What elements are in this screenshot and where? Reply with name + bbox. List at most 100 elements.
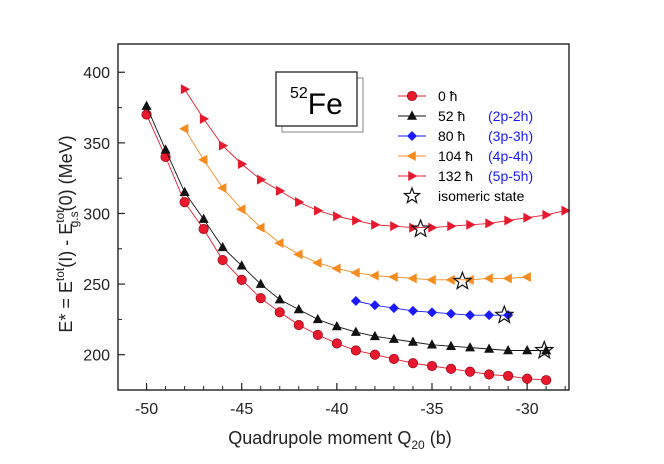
data-point [312, 313, 323, 324]
data-point [541, 344, 552, 355]
legend-entry: 104 ħ(4p-4h) [398, 148, 533, 164]
nucleus-label-box: 52Fe [275, 71, 364, 133]
x-tick-label: -35 [420, 401, 443, 418]
data-point [350, 296, 361, 307]
data-point [236, 260, 247, 270]
legend-entry: 80 ħ(3p-3h) [398, 128, 533, 144]
x-tick-label: -45 [230, 401, 253, 418]
data-point [541, 375, 552, 386]
data-point [371, 219, 381, 230]
series-1 [141, 109, 552, 386]
data-point [484, 369, 495, 380]
legend-label: 52 ħ [438, 108, 465, 124]
data-point [217, 255, 228, 266]
data-point [388, 333, 399, 343]
nucleus-symbol: Fe [308, 88, 343, 121]
data-point [331, 263, 341, 274]
data-point [352, 215, 362, 226]
series-3 [350, 296, 514, 321]
data-point [350, 267, 360, 278]
data-point [331, 338, 342, 349]
legend-config: (2p-2h) [488, 108, 533, 124]
data-point [484, 343, 495, 353]
legend-marker [406, 90, 418, 102]
legend-config: (5p-5h) [488, 168, 533, 184]
y-axis-title: E* = Etot(I) - Etotg.s(0) (MeV) [53, 135, 81, 332]
data-point [198, 213, 209, 223]
data-point [236, 204, 246, 215]
data-point [446, 340, 457, 350]
data-point [199, 113, 210, 124]
data-point [390, 221, 400, 232]
data-point [276, 185, 286, 196]
data-point [407, 336, 418, 346]
data-point [502, 273, 512, 284]
data-point [426, 274, 436, 285]
legend-entry: 52 ħ (2p-2h) [398, 108, 533, 124]
data-point [180, 84, 191, 95]
data-point [369, 330, 380, 341]
data-point [407, 358, 419, 369]
data-point [217, 241, 228, 252]
data-point [312, 329, 323, 340]
data-point [218, 140, 229, 151]
data-point [295, 197, 305, 208]
x-tick-label: -30 [516, 401, 539, 418]
legend-entry: isomeric state [402, 186, 525, 204]
data-point [465, 310, 476, 321]
data-point [256, 174, 267, 185]
plot-frame [117, 43, 570, 391]
series-line [146, 105, 547, 351]
legend-label: 104 ħ [438, 148, 473, 164]
data-point [445, 274, 455, 285]
legend-label: isomeric state [438, 188, 525, 204]
legend-entry: 0 ħ [398, 88, 457, 104]
data-point [428, 222, 438, 233]
legend: 0 ħ 52 ħ (2p-2h) 80 ħ(3p-3h) 104 ħ(4p-4h) 132… [398, 88, 533, 204]
data-point [388, 353, 399, 364]
legend-label: 132 ħ [438, 168, 473, 184]
data-point [426, 360, 438, 372]
isomeric-star [494, 304, 515, 324]
data-point [293, 319, 304, 331]
y-tick-label: 200 [83, 348, 110, 365]
isomeric-star [452, 270, 473, 290]
data-point [522, 344, 533, 355]
legend-marker [407, 131, 417, 141]
data-point [237, 159, 248, 170]
plot-area [141, 84, 571, 386]
x-axis-title-unit: (b) [425, 428, 452, 448]
x-axis-title-subscript: 20 [411, 438, 425, 452]
y-tick-label: 300 [83, 206, 110, 223]
data-point [426, 339, 437, 349]
y-title-pre: E* = E [56, 281, 76, 333]
data-point [485, 218, 495, 229]
data-point [407, 273, 417, 284]
data-point [369, 349, 380, 360]
x-axis-title: Quadrupole moment Q20 (b) [228, 428, 451, 452]
data-point [503, 344, 514, 355]
data-point [446, 308, 457, 319]
data-point [388, 272, 398, 283]
y-title-sup1: tot [53, 267, 67, 281]
data-point [255, 222, 265, 233]
nucleus-mass-number: 52 [290, 85, 308, 102]
data-point [445, 363, 457, 374]
data-point [217, 183, 227, 194]
data-point [447, 221, 457, 232]
legend-marker [406, 151, 416, 161]
data-point [503, 370, 514, 381]
data-point [465, 342, 476, 352]
data-point [369, 270, 379, 281]
isomeric-states [410, 218, 555, 360]
data-point [141, 100, 152, 110]
svg-text:52Fe: 52Fe [290, 85, 343, 121]
data-point [522, 373, 533, 384]
x-tick-label: -50 [135, 401, 158, 418]
data-point [160, 144, 171, 154]
data-point [464, 366, 476, 377]
y-tick-label: 350 [83, 136, 110, 153]
legend-marker [408, 171, 418, 181]
series-line [184, 128, 528, 281]
